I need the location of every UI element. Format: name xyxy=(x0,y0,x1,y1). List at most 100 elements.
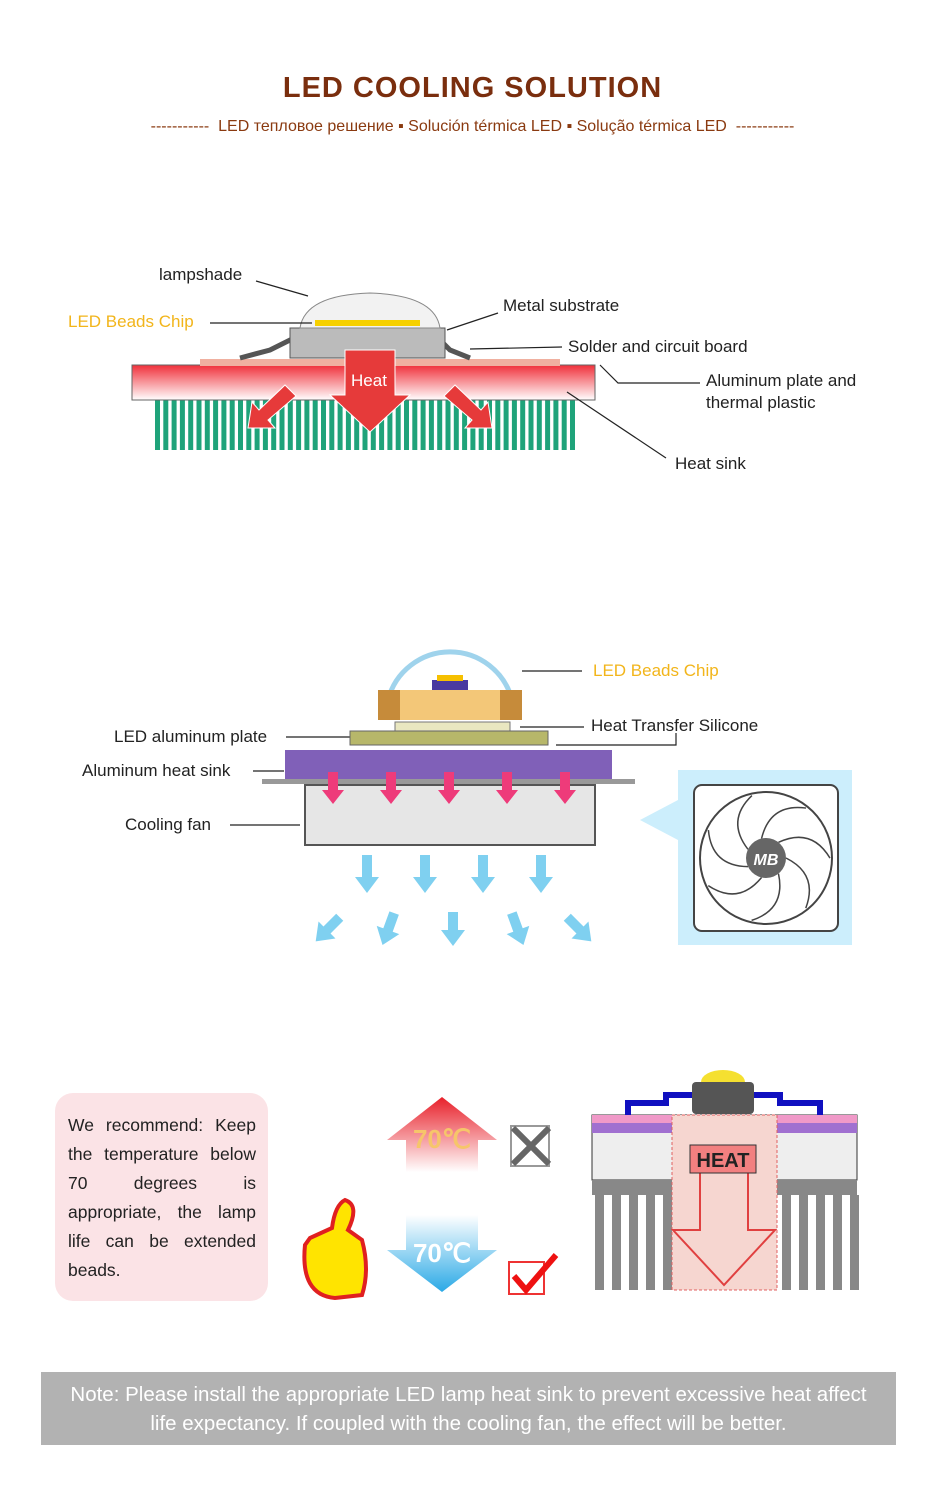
fin xyxy=(462,400,468,450)
fan-blade xyxy=(751,873,781,922)
label-al-sink: Aluminum heat sink xyxy=(82,761,231,780)
fin xyxy=(171,400,177,450)
heat-flow-arrow xyxy=(496,772,518,804)
fin xyxy=(221,400,227,450)
fin xyxy=(629,1195,638,1290)
fin xyxy=(850,1195,859,1290)
fin xyxy=(445,400,451,450)
fin xyxy=(799,1195,808,1290)
svg-text:MB: MB xyxy=(754,852,779,869)
fin xyxy=(304,400,310,450)
note-label: Note: xyxy=(70,1383,120,1406)
fin xyxy=(816,1195,825,1290)
label-al-plate: LED aluminum plate xyxy=(114,727,268,746)
airflow-arrow xyxy=(355,855,379,893)
fin xyxy=(545,400,551,450)
fin xyxy=(379,400,385,450)
chip-body xyxy=(378,690,522,720)
fin xyxy=(354,400,360,450)
silicone xyxy=(394,721,511,732)
fin xyxy=(437,400,443,450)
fin xyxy=(553,400,559,450)
leader-lines xyxy=(210,280,700,826)
fin xyxy=(412,400,418,450)
airflow-arrow xyxy=(529,855,553,893)
fin xyxy=(570,400,575,450)
fin xyxy=(536,400,542,450)
heat-flow-arrow xyxy=(322,772,344,804)
fin xyxy=(833,1195,842,1290)
recommendation-box: We recommend: Keep the temperature below… xyxy=(55,1093,268,1301)
airflow-arrow xyxy=(506,911,530,946)
fin xyxy=(520,400,526,450)
fin xyxy=(646,1195,655,1290)
fin xyxy=(271,400,277,450)
label-solder: Solder and circuit board xyxy=(568,337,748,356)
page-title: LED COOLING SOLUTION xyxy=(282,72,663,104)
svg-text:HEAT: HEAT xyxy=(697,1150,750,1172)
dome xyxy=(385,649,515,701)
fin xyxy=(404,400,409,450)
fin xyxy=(179,400,185,450)
label-silicone: Heat Transfer Silicone xyxy=(591,716,759,735)
label-fan: Cooling fan xyxy=(125,815,212,834)
fin xyxy=(229,400,235,450)
fin xyxy=(329,400,335,450)
airflow-arrow xyxy=(376,911,400,946)
fin xyxy=(163,400,169,450)
fin xyxy=(296,400,302,450)
fin xyxy=(238,400,243,450)
fin xyxy=(337,400,343,450)
fan-blade xyxy=(760,806,807,839)
fin xyxy=(612,1195,621,1290)
fin xyxy=(420,400,426,450)
fin xyxy=(453,400,459,450)
fin xyxy=(345,400,351,450)
fin xyxy=(428,400,434,450)
fin xyxy=(287,400,293,450)
airflow-arrow xyxy=(563,913,592,942)
fin xyxy=(321,400,326,450)
label-led-chip: LED Beads Chip xyxy=(68,312,194,331)
airflow-arrow xyxy=(441,912,465,946)
lampshade xyxy=(299,292,441,329)
label-aluminum-2: thermal plastic xyxy=(706,393,816,412)
fan-blade xyxy=(707,830,748,868)
temp-up-arrow xyxy=(387,1097,497,1172)
label-lampshade: lampshade xyxy=(159,265,243,284)
subtitle: ----------- LED тепловое решение ▪ Soluc… xyxy=(150,118,795,135)
thumbs-up-icon xyxy=(302,1197,368,1301)
fin xyxy=(511,400,517,450)
airflow-arrow xyxy=(315,913,344,942)
fin xyxy=(188,400,194,450)
fan-blade xyxy=(707,877,763,895)
fin xyxy=(595,1195,604,1290)
check-icon xyxy=(508,1253,559,1295)
fan-blade xyxy=(785,857,811,909)
fin xyxy=(213,400,219,450)
svg-text:70℃: 70℃ xyxy=(413,1124,471,1154)
heat-diagram: HEAT xyxy=(591,1070,859,1291)
led-chip xyxy=(315,320,420,326)
al-plate xyxy=(349,730,549,746)
heat-flow-arrow xyxy=(380,772,402,804)
fin xyxy=(196,400,202,450)
fin xyxy=(155,400,160,450)
fan-blade xyxy=(778,836,831,859)
airflow-arrow xyxy=(471,855,495,893)
fin xyxy=(279,400,285,450)
heat-flow-arrow xyxy=(554,772,576,804)
svg-text:70℃: 70℃ xyxy=(413,1238,471,1268)
fin xyxy=(387,400,393,450)
fin xyxy=(503,400,509,450)
note-bar: Note: Please install the appropriate LED… xyxy=(41,1372,896,1445)
label-aluminum-1: Aluminum plate and xyxy=(706,371,857,390)
label-led-chip-2: LED Beads Chip xyxy=(593,661,719,680)
cross-icon xyxy=(510,1125,552,1167)
airflow-arrows xyxy=(315,855,592,946)
heat-flow-arrow xyxy=(438,772,460,804)
fin xyxy=(561,400,567,450)
heat-label: Heat xyxy=(351,371,387,390)
